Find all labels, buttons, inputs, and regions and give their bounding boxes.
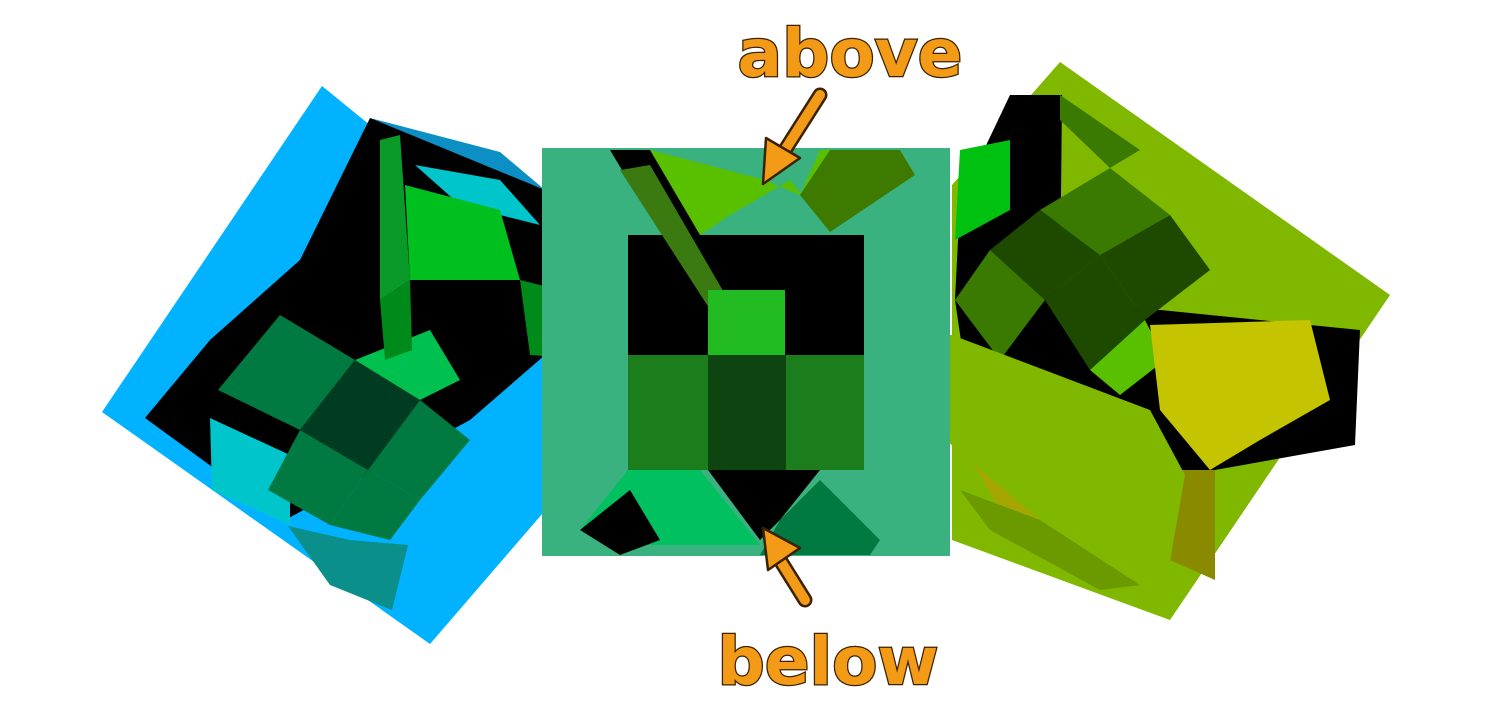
- left-cube-check-1: [218, 315, 355, 430]
- middle-cube-lower-fold-2: [580, 490, 660, 555]
- middle-cube-lower-fold-4: [760, 480, 880, 555]
- left-cube-check-5: [330, 470, 420, 540]
- below-annotation: below: [716, 526, 940, 701]
- left-cube-check-3: [368, 400, 470, 500]
- right-cube-check-6: [1060, 95, 1140, 168]
- left-cube-teal-lower: [288, 526, 408, 610]
- right-cube-lime-fold-shadow: [960, 490, 1140, 590]
- right-cube-check-4: [955, 250, 1045, 360]
- left-cube: [102, 86, 668, 644]
- middle-cube: [542, 148, 950, 556]
- middle-cube-bottom-cell-3: [786, 355, 864, 470]
- left-cube-check-6: [355, 330, 460, 400]
- right-cube-yellow-1: [1150, 320, 1330, 470]
- right-cube-check-5: [1045, 255, 1145, 370]
- left-cube-green-fold-1: [380, 135, 410, 300]
- right-cube-check-8: [1090, 320, 1165, 395]
- above-annotation: above: [736, 14, 964, 186]
- middle-cube-bottom-cell-2: [708, 355, 786, 470]
- below-label: below: [718, 623, 939, 700]
- right-cube-check-1: [1040, 168, 1170, 255]
- middle-cube-lower-fold-3: [708, 470, 820, 540]
- left-cube-green-fold-2: [405, 185, 520, 280]
- middle-cube-diagonal-strip: [620, 165, 740, 325]
- left-cube-check-4: [268, 430, 368, 525]
- above-arrow-icon: [761, 87, 828, 186]
- below-arrow-icon: [761, 526, 813, 608]
- left-cube-check-2: [300, 360, 420, 470]
- above-label: above: [738, 15, 963, 92]
- middle-cube-center-cell: [708, 290, 785, 355]
- left-cube-cyan-panel: [210, 418, 290, 525]
- right-cube-check-7: [955, 140, 1010, 240]
- middle-cube-bottom-cell-1: [628, 355, 708, 470]
- left-cube-cyan-panel-2: [415, 165, 540, 225]
- right-cube: [828, 62, 1390, 620]
- right-cube-check-3: [1100, 215, 1210, 320]
- middle-cube-top-fold-dark: [800, 150, 915, 232]
- left-cube-green-fold-4: [380, 280, 412, 360]
